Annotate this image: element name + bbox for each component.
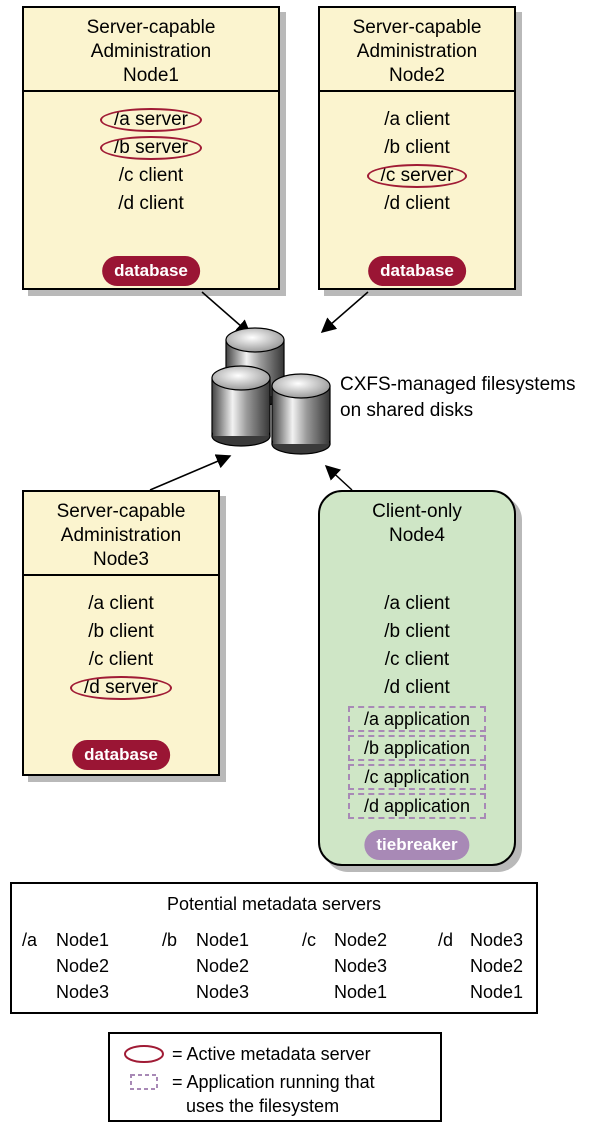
- application-dashed-box-icon: [130, 1074, 158, 1090]
- key-application-label-1: = Application running that: [172, 1072, 375, 1092]
- node2-fs-b: /b client: [384, 137, 450, 158]
- col-d-node: Node2: [470, 956, 524, 976]
- col-a-fs: /a: [22, 930, 38, 950]
- col-b-node: Node1: [196, 930, 250, 950]
- node2-fs-a: /a client: [384, 109, 450, 130]
- disk-left: [211, 365, 271, 447]
- node2-fs-c: /c server: [320, 162, 514, 190]
- node1-database-badge: database: [102, 256, 200, 286]
- col-a-node: Node3: [56, 982, 110, 1002]
- node4-fs-c: /c client: [384, 649, 450, 670]
- node3-fs-d: /d server: [24, 674, 218, 702]
- node1-fs-b: /b server: [24, 134, 278, 162]
- col-d-node: Node3: [470, 930, 524, 950]
- col-d-fs: /d: [438, 930, 454, 950]
- disk-right: [271, 373, 331, 455]
- node4-box: Client-only Node4 /a client /b client /c…: [318, 490, 516, 866]
- node2-title: Server-capable Administration Node2: [352, 17, 482, 86]
- node1-fs-c: /c client: [118, 165, 184, 186]
- arrow-node4-to-disks: [324, 464, 353, 491]
- key-application-label-2: uses the filesystem: [186, 1096, 340, 1116]
- arrow-node2-to-disks: [320, 291, 369, 333]
- node2-divider: [320, 90, 514, 92]
- node4-app-d: /d application: [348, 793, 486, 819]
- node4-app-c: /c application: [348, 764, 486, 790]
- col-d-node: Node1: [470, 982, 524, 1002]
- col-a-node: Node2: [56, 956, 110, 976]
- node2-fs-d: /d client: [384, 193, 450, 214]
- node1-box: Server-capable Administration Node1 /a s…: [22, 6, 280, 290]
- node4-tiebreaker-badge: tiebreaker: [364, 830, 470, 860]
- node3-fs-b: /b client: [88, 621, 154, 642]
- node4-fs-a: /a client: [384, 593, 450, 614]
- col-b-node: Node3: [196, 982, 250, 1002]
- shared-disks-graphic: [149, 291, 369, 491]
- active-server-ring-icon: [124, 1045, 164, 1063]
- node1-divider: [24, 90, 278, 92]
- node3-title: Server-capable Administration Node3: [56, 501, 186, 570]
- key-active-server-label: = Active metadata server: [172, 1044, 371, 1064]
- node4-fs-d: /d client: [384, 677, 450, 698]
- node3-fs-c: /c client: [88, 649, 154, 670]
- node1-title: Server-capable Administration Node1: [86, 17, 216, 86]
- node4-app-a: /a application: [348, 706, 486, 732]
- node4-title: Client-only Node4: [372, 501, 462, 546]
- node4-app-b: /b application: [348, 735, 486, 761]
- col-b-node: Node2: [196, 956, 250, 976]
- col-c-node: Node1: [334, 982, 388, 1002]
- key-legend: = Active metadata server = Application r…: [108, 1032, 442, 1122]
- node3-fs-a: /a client: [88, 593, 154, 614]
- col-a-node: Node1: [56, 930, 110, 950]
- node1-fs-a: /a server: [24, 106, 278, 134]
- arrow-node3-to-disks: [149, 454, 232, 491]
- metadata-servers-title: Potential metadata servers: [166, 894, 382, 914]
- arrow-node1-to-disks: [201, 291, 252, 335]
- col-c-fs: /c: [302, 930, 317, 950]
- col-c-node: Node2: [334, 930, 388, 950]
- col-c-node: Node3: [334, 956, 388, 976]
- metadata-servers-table: Potential metadata servers /a Node1 Node…: [10, 882, 538, 1014]
- node2-database-badge: database: [368, 256, 466, 286]
- node3-database-badge: database: [72, 740, 170, 770]
- node1-fs-d: /d client: [118, 193, 184, 214]
- node2-box: Server-capable Administration Node2 /a c…: [318, 6, 516, 290]
- node3-divider: [24, 574, 218, 576]
- shared-disks-label: CXFS-managed filesystems on shared disks: [340, 374, 576, 421]
- col-b-fs: /b: [162, 930, 178, 950]
- node4-fs-b: /b client: [384, 621, 450, 642]
- node3-box: Server-capable Administration Node3 /a c…: [22, 490, 220, 776]
